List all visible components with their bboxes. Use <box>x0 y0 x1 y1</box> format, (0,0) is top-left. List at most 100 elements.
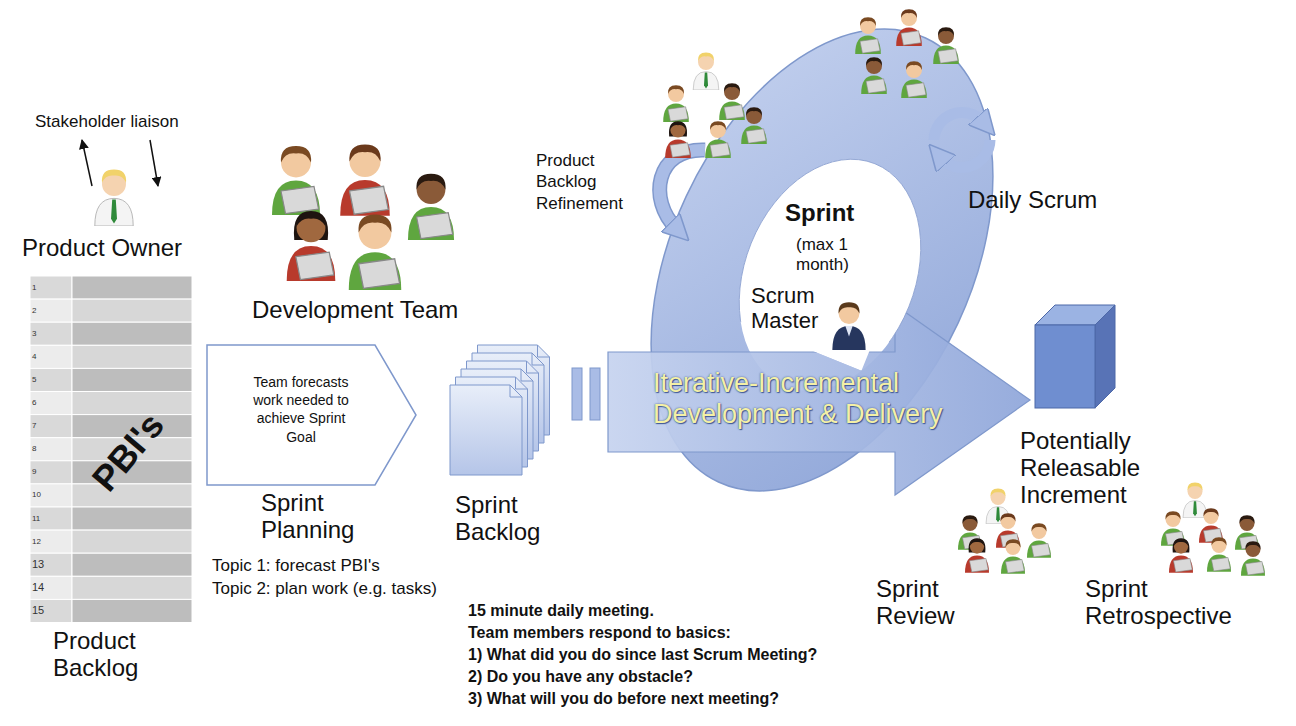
text-holder: Team forecasts work needed to achieve Sp… <box>250 373 352 446</box>
text-holder: 3) What will you do before next meeting? <box>468 690 779 708</box>
backlog-cell <box>30 599 72 622</box>
backlog-page <box>461 369 533 459</box>
row-number: 3 <box>32 329 68 339</box>
backlog-cell <box>72 276 192 299</box>
text-label: Product Owner <box>22 234 182 262</box>
backlog-cell <box>72 322 192 345</box>
sprint-cycle: Sprint(max 1 month)Scrum Master <box>739 159 921 390</box>
text-holder: Topic 2: plan work (e.g. tasks) <box>212 579 437 599</box>
text-label: 3) What will you do before next meeting? <box>468 690 779 708</box>
cube-front <box>1035 325 1095 408</box>
team-member-icon <box>901 61 927 98</box>
text-holder: 12 <box>32 537 68 547</box>
backlog-page <box>456 377 528 467</box>
team-member-icon <box>1207 537 1231 572</box>
text-holder: 15 minute daily meeting. <box>468 602 654 620</box>
backlog-mark: PBI's <box>84 405 173 499</box>
backlog-cell <box>30 576 72 599</box>
backlog-cell <box>30 553 72 576</box>
text-holder: 1 <box>32 283 68 293</box>
sprint-core-outline <box>706 132 954 418</box>
backlog-cell <box>30 530 72 553</box>
backlog-page <box>472 353 544 443</box>
text-holder: 10 <box>32 490 68 500</box>
text-holder: 1) What did you do since last Scrum Meet… <box>468 646 817 664</box>
text-holder: Product Backlog <box>53 628 173 682</box>
daily-cycle-arrow <box>941 140 990 167</box>
row-number: 2 <box>32 306 68 316</box>
row-number: 15 <box>32 604 68 617</box>
text-holder: Iterative-Incremental Development & Deli… <box>653 368 1003 430</box>
team-member-icon <box>1241 541 1265 576</box>
backlog-cell <box>72 484 192 507</box>
text-label: Sprint Review <box>876 576 974 630</box>
team-member-icon <box>693 52 719 90</box>
backlog-cell <box>72 507 192 530</box>
team-member-icon <box>349 215 401 290</box>
text-holder: Topic 1: forecast PBI's <box>212 556 380 576</box>
node-shape <box>739 159 921 390</box>
backlog-cell <box>72 530 192 553</box>
backlog-cell <box>30 345 72 368</box>
row-number: 8 <box>32 444 68 454</box>
team-member-icon <box>1183 483 1207 518</box>
team-member-icon <box>719 83 745 120</box>
team-member-icon <box>340 144 390 215</box>
text-label: Team members respond to basics: <box>468 624 731 642</box>
row-number: 9 <box>32 467 68 477</box>
text-holder: 8 <box>32 444 68 454</box>
text-holder: Daily Scrum <box>968 186 1097 214</box>
team-member-icon <box>933 27 959 64</box>
node-heading: Sprint <box>785 199 885 227</box>
flow-bar <box>590 368 600 420</box>
row-number: 12 <box>32 537 68 547</box>
text-holder: 9 <box>32 467 68 477</box>
page-fold <box>538 345 550 357</box>
text-holder: 3 <box>32 329 68 339</box>
text-label: 2) Do you have any obstacle? <box>468 668 693 686</box>
text-holder: 13 <box>32 558 68 571</box>
backlog-cell <box>30 461 72 484</box>
text-holder: 4 <box>32 352 68 362</box>
team-member-icon <box>665 121 691 158</box>
text-holder: Product Owner <box>22 234 182 262</box>
backlog-cell <box>30 368 72 391</box>
text-label: 1) What did you do since last Scrum Meet… <box>468 646 817 664</box>
backlog-cell <box>72 392 192 415</box>
row-number: 5 <box>32 375 68 385</box>
backlog-cell <box>30 392 72 415</box>
team-member-icon <box>705 121 731 158</box>
text-holder: 2 <box>32 306 68 316</box>
row-number: 1 <box>32 283 68 293</box>
text-label: Sprint Retrospective <box>1085 576 1253 630</box>
increment-cube: Potentially Releasable Increment <box>1018 300 1166 513</box>
sprint-backlog-stack: Sprint Backlog <box>445 340 560 550</box>
node-text: (max 1 month) <box>796 235 858 274</box>
delivery-arrow <box>608 305 1030 495</box>
team-member-icon <box>287 211 336 281</box>
sprint-ring <box>583 0 1062 545</box>
text-holder: 14 <box>32 581 68 594</box>
node-text: Iterative-Incremental Development & Deli… <box>653 368 1003 430</box>
text-holder: Sprint <box>785 199 885 227</box>
node-heading: Sprint Planning <box>261 490 371 544</box>
team-member-icon <box>1001 539 1025 574</box>
team-member-icon <box>855 17 881 54</box>
scrum-master-icon <box>832 302 865 350</box>
node-heading: Sprint Backlog <box>455 492 550 546</box>
text-holder: Sprint Retrospective <box>1085 576 1253 630</box>
backlog-cell <box>72 299 192 322</box>
backlog-page <box>450 385 522 475</box>
backlog-page <box>467 361 539 451</box>
backlog-cell <box>72 553 192 576</box>
text-holder: Sprint Planning <box>261 490 371 544</box>
text-holder: 5 <box>32 375 68 385</box>
text-label: Development Team <box>252 296 458 324</box>
flow-bar <box>572 368 582 420</box>
team-member-icon <box>741 107 767 144</box>
text-holder: Development Team <box>252 296 458 324</box>
text-label: Stakeholder liaison <box>35 112 179 132</box>
backlog-cell <box>30 484 72 507</box>
backlog-cell <box>30 415 72 438</box>
